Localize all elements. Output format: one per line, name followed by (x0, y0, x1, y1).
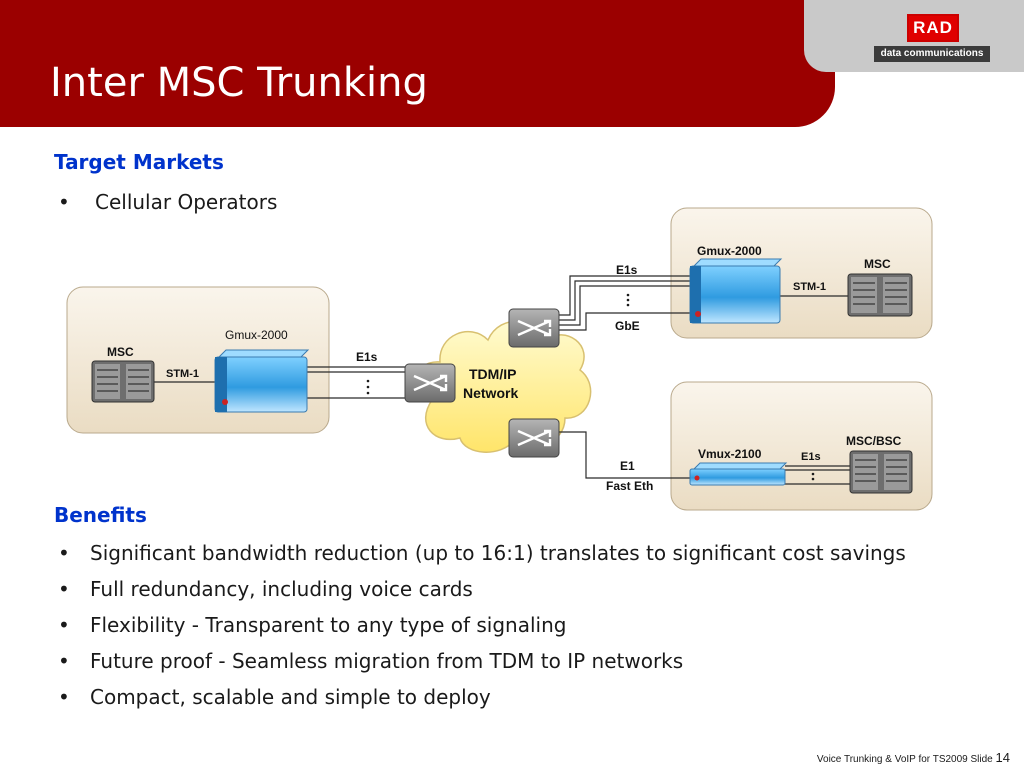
gmux-device-icon (214, 349, 310, 413)
vmux-label: Vmux-2100 (698, 447, 762, 461)
vmux-device-icon (689, 462, 788, 486)
left-msc-label: MSC (107, 345, 134, 359)
left-gmux-label: Gmux-2000 (225, 328, 288, 342)
bottom-trunk-upper-label: E1 (620, 459, 635, 473)
msc-bsc-label: MSC/BSC (846, 434, 902, 448)
benefit-item: •Compact, scalable and simple to deploy (58, 682, 938, 712)
network-label-line2: Network (463, 385, 518, 401)
benefit-item: •Full redundancy, including voice cards (58, 574, 938, 604)
slide-title: Inter MSC Trunking (50, 60, 428, 106)
benefit-item: •Significant bandwidth reduction (up to … (58, 538, 938, 568)
router-icon (508, 418, 560, 458)
msc-icon (91, 360, 155, 403)
top-msc-label: MSC (864, 257, 891, 271)
logo-tagline: data communications (874, 46, 990, 62)
gmux-device-icon (689, 258, 783, 324)
top-trunk-lower-label: GbE (615, 319, 640, 333)
slide-footer: Voice Trunking & VoIP for TS2009 Slide 1… (817, 750, 1010, 765)
msc-bsc-icon (849, 450, 913, 494)
router-icon (404, 363, 456, 403)
title-banner (0, 0, 835, 127)
bullet-icon: • (58, 649, 70, 673)
bottom-trunk-lower-label: Fast Eth (606, 479, 653, 493)
top-gmux-label: Gmux-2000 (697, 244, 762, 258)
target-market-item: Cellular Operators (95, 190, 278, 214)
target-markets-heading: Target Markets (54, 150, 224, 174)
slide-number: 14 (995, 750, 1010, 765)
network-label-line1: TDM/IP (469, 366, 516, 382)
bottom-e1s-label: E1s (801, 451, 821, 463)
bullet-icon: • (58, 541, 70, 565)
left-trunk-label: E1s (356, 350, 378, 364)
benefit-item: •Flexibility - Transparent to any type o… (58, 610, 938, 640)
rad-logo: RAD (907, 14, 959, 42)
bullet-icon: • (58, 577, 70, 601)
msc-icon (847, 273, 913, 317)
bullet-icon: • (58, 613, 70, 637)
bullet-icon: • (58, 685, 70, 709)
benefits-heading: Benefits (54, 503, 147, 527)
bullet-icon: • (58, 190, 70, 214)
top-trunk-upper-label: E1s (616, 263, 638, 277)
router-icon (508, 308, 560, 348)
footer-text: Voice Trunking & VoIP for TS2009 Slide (816, 754, 993, 765)
ellipsis-icon (366, 293, 815, 481)
benefits-list: •Significant bandwidth reduction (up to … (58, 538, 938, 718)
top-stm1-label: STM-1 (793, 281, 826, 293)
left-stm1-label: STM-1 (166, 368, 199, 380)
benefit-item: •Future proof - Seamless migration from … (58, 646, 938, 676)
